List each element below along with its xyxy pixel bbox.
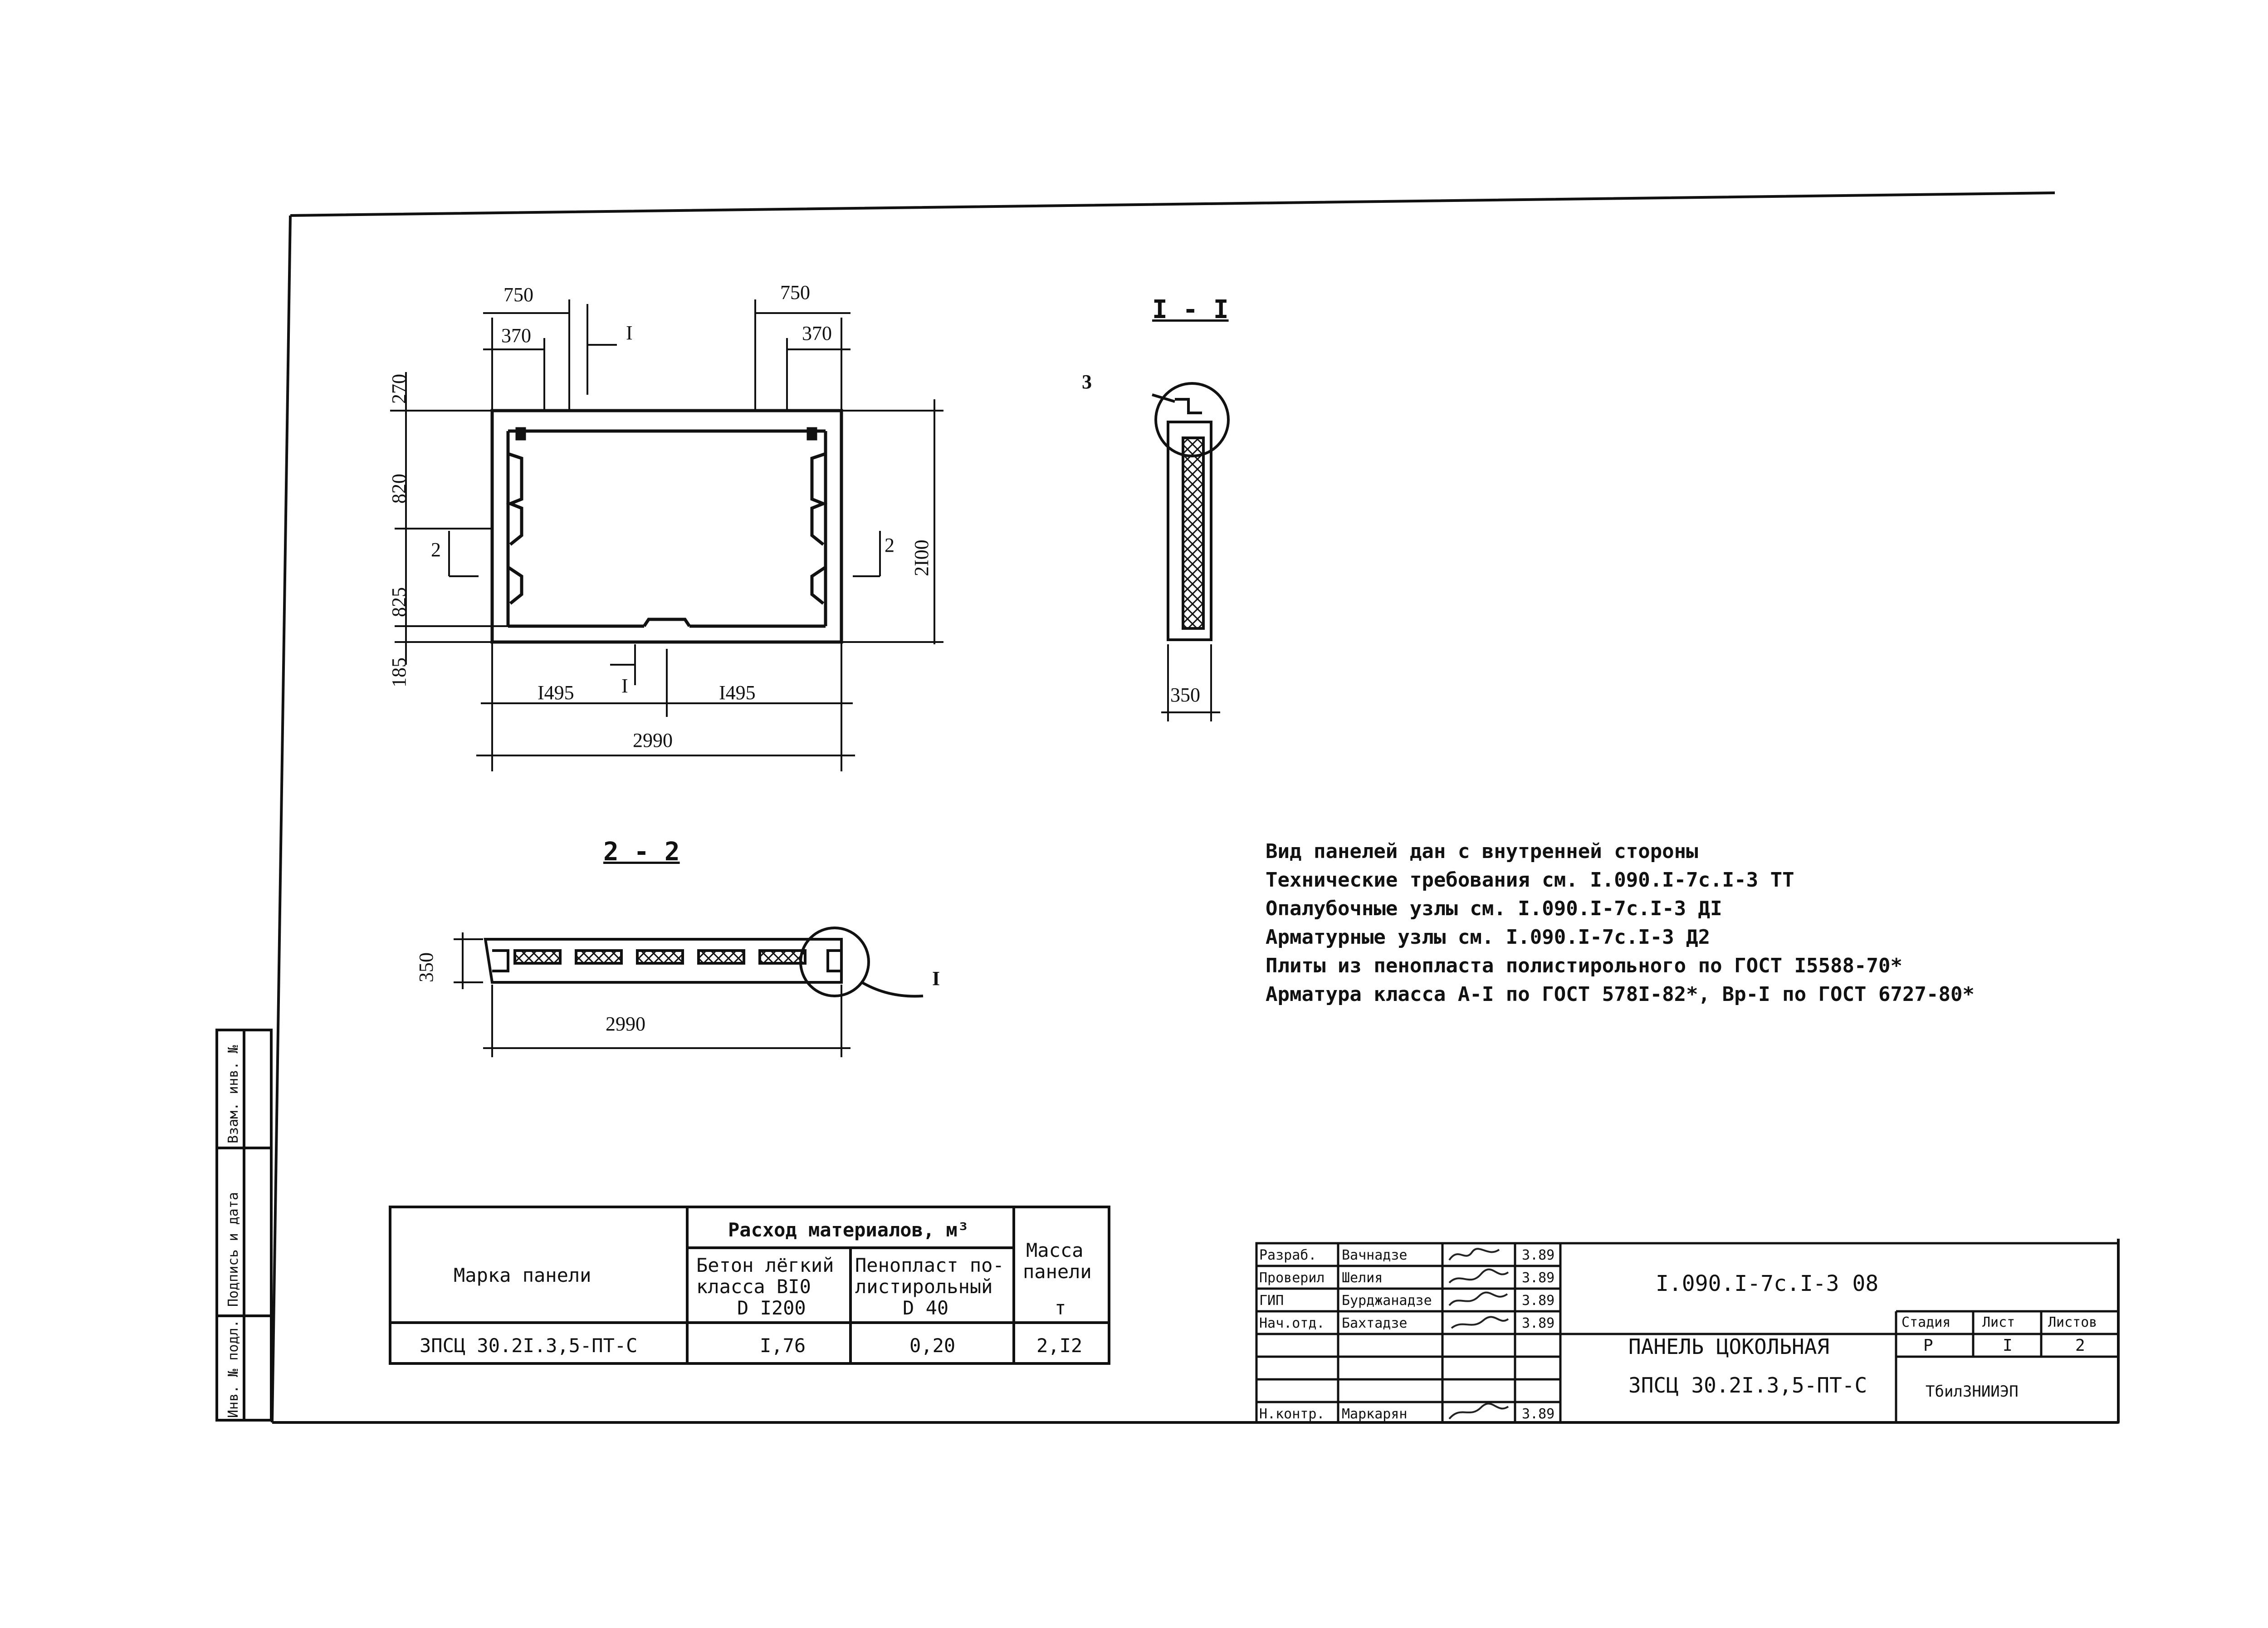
table-header-mark: Марка панели: [454, 1264, 591, 1286]
tb-sheet-header: Лист: [1982, 1314, 2015, 1330]
signatures: [1448, 1248, 1509, 1420]
tb-name: Шелия: [1342, 1270, 1383, 1286]
note-line: Опалубочные узлы см. I.090.I-7с.I-3 ДI: [1266, 897, 1722, 920]
tb-role: Разраб.: [1259, 1247, 1317, 1263]
tb-name: Бахтадзе: [1342, 1315, 1408, 1331]
dim-2100: 2I00: [910, 539, 933, 576]
table-header-concrete-2: класса ВI0: [696, 1275, 811, 1298]
tb-sheets-value: 2: [2075, 1336, 2085, 1355]
tb-date: 3.89: [1522, 1315, 1555, 1331]
section-1-1: [1152, 382, 1230, 641]
dim-1495-right: I495: [719, 682, 756, 704]
tb-role: ГИП: [1259, 1293, 1284, 1309]
tb-date: 3.89: [1522, 1293, 1555, 1309]
dim-820: 820: [388, 474, 410, 504]
note-line: Арматурные узлы см. I.090.I-7с.I-3 Д2: [1266, 926, 1711, 949]
title-block-grid: [1255, 1242, 2120, 1424]
dim-350-section-1: 350: [1170, 684, 1200, 706]
tb-sheet-value: I: [2003, 1336, 2013, 1355]
table-header-consumption: Расход материалов, м³: [728, 1219, 969, 1241]
note-line: Плиты из пенопласта полистирольного по Г…: [1266, 954, 1902, 977]
dim-2990-plan: 2990: [633, 729, 673, 751]
tb-name: Бурджанадзе: [1342, 1293, 1432, 1309]
side-stamp-replace: Взам. инв. №: [225, 1045, 241, 1143]
note-line: Арматура класса А-I по ГОСТ 578I-82*, Вр…: [1266, 983, 1975, 1006]
side-stamp-signature: Подпись и дата: [225, 1192, 241, 1307]
tb-date: 3.89: [1522, 1247, 1555, 1263]
tb-sheets-header: Листов: [2048, 1314, 2097, 1330]
table-header-foam-3: D 40: [903, 1297, 949, 1319]
table-cell-mark: 3ПСЦ 30.2I.3,5-ПТ-С: [420, 1334, 638, 1357]
dim-270: 270: [388, 374, 410, 404]
side-stamp-inventory: Инв. № подл.: [225, 1319, 241, 1418]
dim-370-right: 370: [802, 322, 832, 344]
cut-1-bottom-label: I: [621, 675, 628, 697]
note-line: Технические требования см. I.090.I-7с.I-…: [1266, 868, 1794, 892]
tb-organization: ТбилЗНИИЭП: [1926, 1383, 2019, 1401]
cut-2-left-label: 2: [431, 539, 441, 561]
dim-2990-section: 2990: [606, 1013, 645, 1035]
section-2-2-title: 2 - 2: [603, 837, 680, 867]
callout-1: I: [932, 967, 940, 990]
tb-stage-value: Р: [1923, 1336, 1933, 1355]
tb-date: 3.89: [1522, 1270, 1555, 1286]
tb-name: Вачнадзе: [1342, 1247, 1408, 1263]
cut-1-top-label: I: [626, 322, 633, 344]
tb-role: Проверил: [1259, 1270, 1325, 1286]
tb-stage-header: Стадия: [1901, 1314, 1951, 1330]
table-cell-concrete: I,76: [760, 1334, 806, 1357]
tb-title-line2: 3ПСЦ 30.2I.3,5-ПТ-С: [1628, 1373, 1867, 1398]
section-2-2: [484, 927, 924, 998]
table-header-mass-3: т: [1055, 1297, 1066, 1319]
dim-370-left: 370: [501, 324, 531, 347]
note-line: Вид панелей дан с внутренней стороны: [1266, 840, 1698, 863]
table-cell-foam: 0,20: [909, 1334, 956, 1357]
materials-table-grid: [389, 1206, 1110, 1365]
sheet-frame: [271, 191, 2120, 1424]
tb-title-line1: ПАНЕЛЬ ЦОКОЛЬНАЯ: [1628, 1334, 1830, 1359]
panel-plan-view: [490, 409, 843, 644]
dim-750-left: 750: [503, 284, 533, 306]
section-1-1-title: I - I: [1152, 295, 1229, 324]
dim-1495-left: I495: [538, 682, 574, 704]
tb-date: 3.89: [1522, 1406, 1555, 1422]
table-header-concrete-3: D I200: [737, 1297, 806, 1319]
tb-role: Нач.отд.: [1259, 1315, 1325, 1331]
table-cell-mass: 2,I2: [1036, 1334, 1083, 1357]
table-header-foam-2: листирольный: [855, 1275, 993, 1298]
tb-doc-code: I.090.I-7с.I-3 08: [1656, 1271, 1879, 1296]
table-header-concrete-1: Бетон лёгкий: [696, 1254, 834, 1276]
tb-name: Маркарян: [1342, 1406, 1408, 1422]
dim-350-section-2: 350: [415, 952, 437, 982]
dim-185: 185: [388, 657, 410, 687]
dim-825: 825: [388, 587, 410, 617]
table-header-mass-2: панели: [1023, 1260, 1092, 1283]
table-header-mass-1: Масса: [1026, 1239, 1084, 1261]
callout-3: 3: [1082, 371, 1092, 393]
tb-role: Н.контр.: [1259, 1406, 1325, 1422]
dim-750-right: 750: [780, 281, 810, 304]
table-header-foam-1: Пенопласт по-: [855, 1254, 1004, 1276]
cut-2-right-label: 2: [885, 534, 894, 556]
